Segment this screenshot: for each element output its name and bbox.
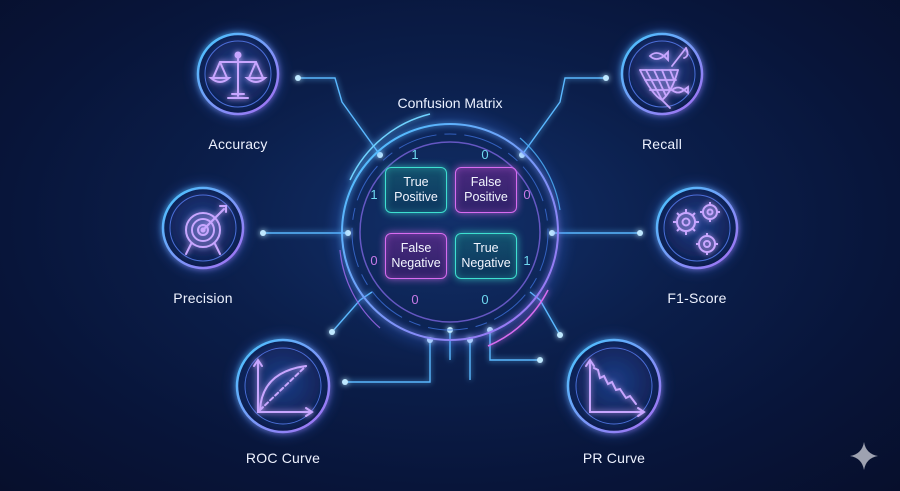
- matrix-top-label: 0: [481, 147, 489, 162]
- node-roc: [233, 336, 333, 436]
- matrix-left-label: 1: [370, 187, 378, 202]
- label-precision: Precision: [173, 290, 233, 306]
- fishing-net-icon: [639, 47, 689, 109]
- cell-false-positive: False Positive: [455, 167, 517, 213]
- central-rings: [334, 113, 566, 348]
- roc-curve-icon: [253, 358, 314, 417]
- matrix-right-label: 0: [523, 187, 531, 202]
- matrix-bottom-label: 0: [411, 292, 419, 307]
- matrix-top-label: 1: [411, 147, 419, 162]
- connector-recall: [521, 77, 606, 156]
- node-recall: [618, 30, 706, 118]
- confusion-matrix-title: Confusion Matrix: [397, 95, 503, 111]
- node-circles: [159, 30, 741, 436]
- balance-scale-icon: [208, 51, 268, 99]
- matrix-bottom-label: 0: [481, 292, 489, 307]
- pr-curve-icon: [585, 358, 646, 417]
- label-roc-curve: ROC Curve: [245, 450, 321, 466]
- cell-true-negative: True Negative: [455, 233, 517, 279]
- cell-false-negative: False Negative: [385, 233, 447, 279]
- gears-icon: [673, 202, 720, 255]
- cell-true-positive: True Positive: [385, 167, 447, 213]
- label-f1-score: F1-Score: [667, 290, 727, 306]
- matrix-left-label: 0: [370, 253, 378, 268]
- label-pr-curve: PR Curve: [582, 450, 646, 466]
- target-icon: [185, 205, 227, 255]
- sparkle-icon: [850, 442, 878, 470]
- connector-bottom-1: [345, 340, 431, 383]
- label-recall: Recall: [641, 136, 683, 152]
- connector-accuracy: [298, 77, 381, 156]
- node-f1: [653, 184, 741, 272]
- label-accuracy: Accuracy: [208, 136, 268, 152]
- matrix-right-label: 1: [523, 253, 531, 268]
